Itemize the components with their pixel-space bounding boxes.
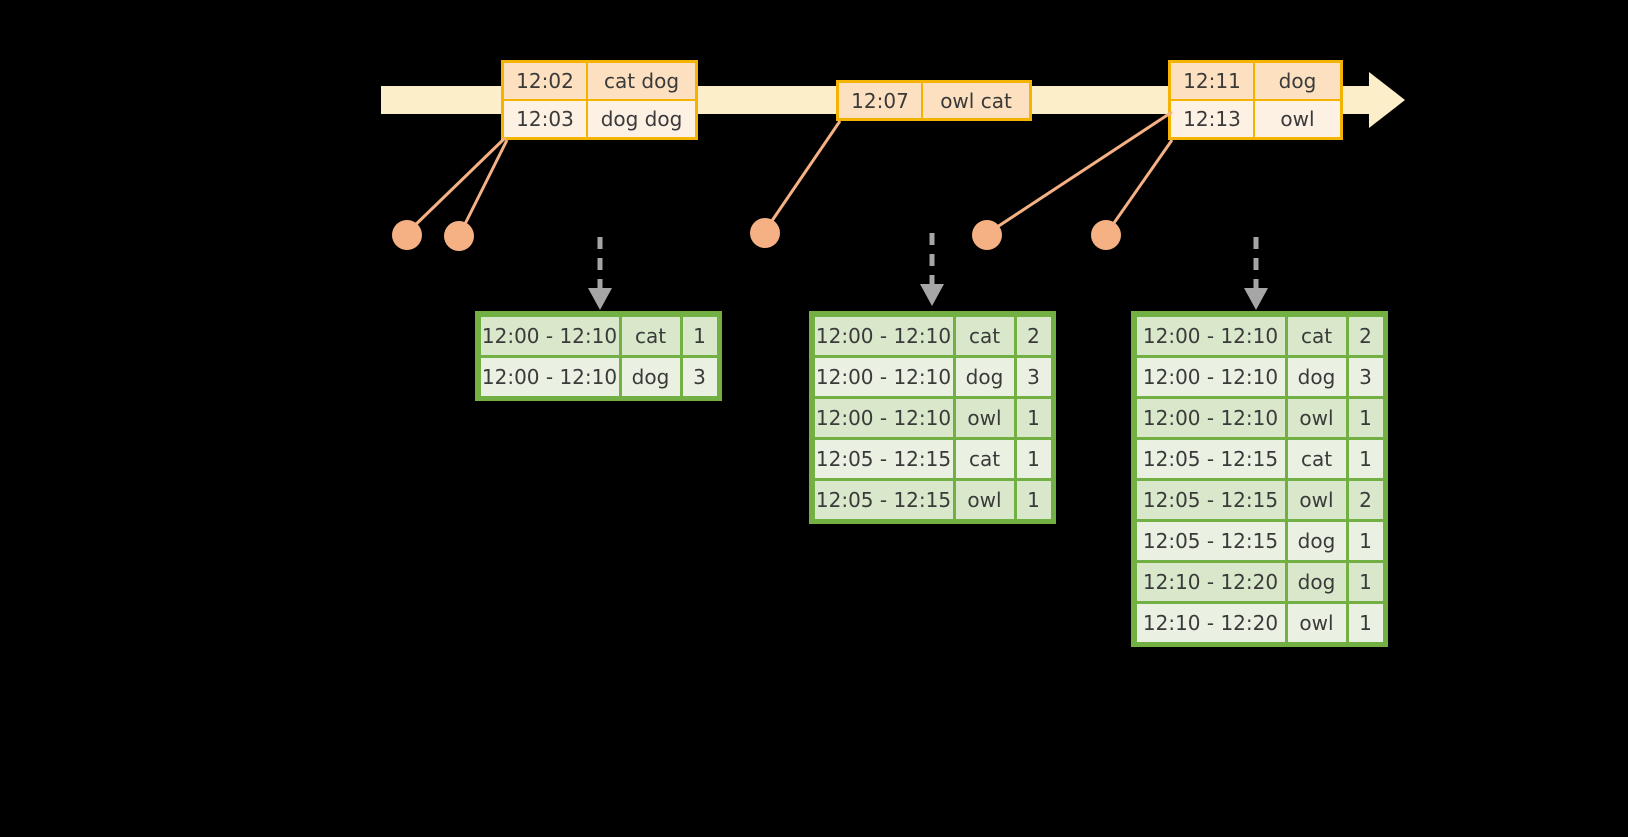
word-cell: owl [955,398,1014,437]
count-cell: 3 [1348,357,1383,396]
event-time: 12:07 [839,83,923,118]
connector-dot-5 [1091,220,1121,250]
word-cell: owl [1287,603,1346,642]
connector-dot-4 [972,220,1002,250]
window-cell: 12:05 - 12:15 [814,439,953,478]
event-words: dog dog [588,101,695,137]
connector-line-2 [458,139,509,235]
event-row[interactable]: 12:02 cat dog [504,63,695,99]
window-cell: 12:00 - 12:10 [814,316,953,355]
word-cell: owl [955,480,1014,519]
word-cell: dog [1287,357,1346,396]
window-cell: 12:00 - 12:10 [814,398,953,437]
word-cell: dog [1287,521,1346,560]
word-cell: owl [1287,480,1346,519]
event-group-2[interactable]: 12:07 owl cat [836,80,1032,121]
event-words: owl cat [923,83,1029,118]
word-cell: dog [1287,562,1346,601]
window-cell: 12:05 - 12:15 [814,480,953,519]
count-cell: 1 [1348,603,1383,642]
count-cell: 1 [682,316,717,355]
event-words: owl [1255,101,1340,137]
count-cell: 3 [1016,357,1051,396]
event-row[interactable]: 12:07 owl cat [839,83,1029,118]
connector-line-3 [763,120,842,232]
word-cell: owl [1287,398,1346,437]
window-cell: 12:10 - 12:20 [1136,603,1285,642]
word-cell: cat [955,439,1014,478]
connector-dot-2 [444,221,474,251]
window-cell: 12:00 - 12:10 [480,357,619,396]
connector-line-5 [1105,139,1174,234]
window-cell: 12:00 - 12:10 [814,357,953,396]
word-cell: cat [621,316,680,355]
word-cell: dog [955,357,1014,396]
event-time: 12:13 [1171,101,1255,137]
flow-arrow-head-1 [588,288,612,310]
connector-line-1 [406,136,507,234]
count-cell: 2 [1348,480,1383,519]
window-cell: 12:00 - 12:10 [1136,316,1285,355]
count-cell: 1 [1348,398,1383,437]
count-cell: 1 [1348,562,1383,601]
count-cell: 1 [1348,439,1383,478]
event-group-3[interactable]: 12:11 dog 12:13 owl [1168,60,1343,140]
connector-dot-1 [392,220,422,250]
window-cell: 12:05 - 12:15 [1136,521,1285,560]
event-row[interactable]: 12:11 dog [1171,63,1340,99]
word-cell: cat [1287,316,1346,355]
event-words: cat dog [588,63,695,99]
window-cell: 12:00 - 12:10 [480,316,619,355]
count-cell: 2 [1016,316,1051,355]
count-cell: 1 [1348,521,1383,560]
event-row[interactable]: 12:13 owl [1171,99,1340,137]
count-cell: 1 [1016,480,1051,519]
event-words: dog [1255,63,1340,99]
word-cell: dog [621,357,680,396]
count-cell: 3 [682,357,717,396]
count-cell: 2 [1348,316,1383,355]
event-time: 12:11 [1171,63,1255,99]
window-cell: 12:05 - 12:15 [1136,480,1285,519]
word-cell: cat [955,316,1014,355]
window-cell: 12:10 - 12:20 [1136,562,1285,601]
connector-line-4 [987,110,1173,235]
event-row[interactable]: 12:03 dog dog [504,99,695,137]
count-cell: 1 [1016,398,1051,437]
flow-arrow-head-2 [920,284,944,306]
event-group-1[interactable]: 12:02 cat dog 12:03 dog dog [501,60,698,140]
window-cell: 12:05 - 12:15 [1136,439,1285,478]
event-time: 12:03 [504,101,588,137]
event-time: 12:02 [504,63,588,99]
count-cell: 1 [1016,439,1051,478]
word-cell: cat [1287,439,1346,478]
timeline-arrow-head [1369,72,1405,128]
flow-arrow-head-3 [1244,288,1268,310]
connector-dot-3 [750,218,780,248]
window-cell: 12:00 - 12:10 [1136,398,1285,437]
window-cell: 12:00 - 12:10 [1136,357,1285,396]
